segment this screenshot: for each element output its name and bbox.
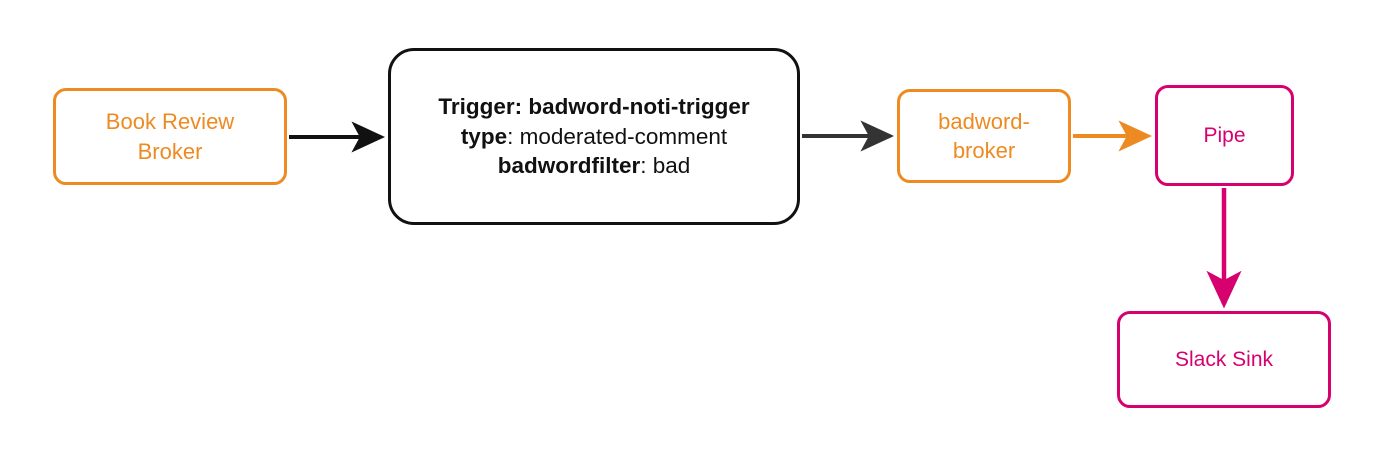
node-book-review-broker[interactable]: Book Review Broker [53, 88, 287, 185]
node-trigger-line-badwordfilter-value: : bad [640, 153, 691, 179]
node-book-review-broker-label-line1: Book Review [105, 109, 235, 135]
node-trigger-label: Trigger: badword-noti-trigger type: mode… [420, 92, 767, 181]
node-slack-sink[interactable]: Slack Sink [1117, 311, 1331, 408]
node-trigger-line-badwordfilter-key: badwordfilter [497, 153, 641, 179]
node-trigger-line-type: type: moderated-comment [438, 122, 749, 152]
node-trigger-line-trigger-value: badword-noti-trigger [522, 93, 750, 119]
node-badword-broker-label: badword- broker [938, 107, 1030, 165]
node-slack-sink-label: Slack Sink [1174, 347, 1274, 371]
node-trigger-line-trigger-key: Trigger: [438, 93, 523, 119]
node-badword-broker[interactable]: badword- broker [897, 89, 1071, 183]
node-badword-broker-label-line1: badword- [938, 108, 1030, 134]
node-badword-broker-label-line2: broker [952, 138, 1016, 163]
node-trigger-line-trigger: Trigger: badword-noti-trigger [438, 92, 749, 122]
node-book-review-broker-label: Book Review Broker [106, 107, 234, 165]
node-book-review-broker-label-line2: Broker [137, 138, 203, 164]
node-pipe-label: Pipe [1203, 123, 1246, 147]
node-trigger[interactable]: Trigger: badword-noti-trigger type: mode… [388, 48, 800, 225]
node-trigger-line-type-key: type [460, 123, 508, 149]
node-trigger-line-type-value: : moderated-comment [507, 123, 728, 149]
node-pipe[interactable]: Pipe [1155, 85, 1294, 186]
node-trigger-line-badwordfilter: badwordfilter: bad [438, 151, 749, 181]
